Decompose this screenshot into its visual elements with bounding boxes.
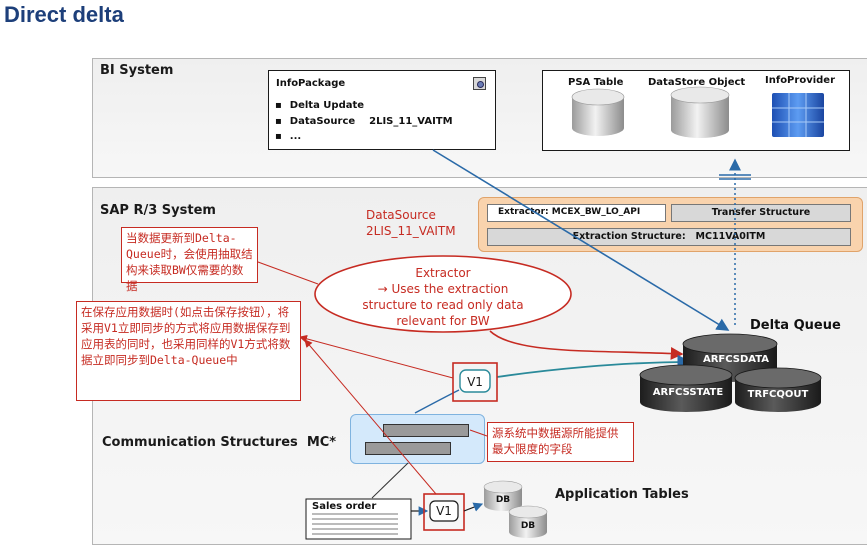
sales-order-label: Sales order [312,501,376,512]
annotation-note-v1-sync: 在保存应用数据时(如点击保存按钮），将采用V1立即同步的方式将应用数据保存到应用… [76,301,301,401]
v1-top-frame [452,362,498,402]
extractor-line3: structure to read only data [362,298,523,312]
note1-arrow [250,255,319,285]
infopackage-box[interactable]: InfoPackage Delta Update DataSource 2LIS… [268,70,496,150]
sap-r3-label: SAP R/3 System [100,203,216,218]
v1-bottom-label: V1 [436,504,452,518]
delta-queue-label: Delta Queue [750,318,841,333]
delta-queue-table-arfcsstate: ARFCSSTATE [653,387,724,398]
comm-structure-bar-2 [365,442,451,455]
comm-structures-label: Communication Structures MC* [102,435,337,450]
db-icon-2 [508,505,548,538]
infoprovider-icon [772,93,824,137]
datastore-object-label: DataStore Object [648,77,746,88]
comm-to-salesorder-line [371,462,409,499]
page-title: Direct delta [4,2,124,27]
datasource-label-line2: 2LIS_11_VAITM [366,224,456,238]
extractor-ellipse [314,255,572,333]
transfer-structure-box: Transfer Structure [671,204,851,222]
infopackage-title: InfoPackage [276,78,346,89]
datasource-label-line1: DataSource [366,208,436,222]
infopackage-item-datasource: DataSource 2LIS_11_VAITM [275,116,453,127]
infopackage-settings-icon[interactable] [473,77,486,90]
extraction-structure-box: Extraction Structure: MC11VA0ITM [487,228,851,246]
comm-structures-box [350,414,485,464]
db-label-1: DB [496,495,510,505]
note2-arrow-to-v1 [299,334,454,379]
db-label-2: DB [521,521,535,531]
infopackage-to-queue-line [432,149,730,331]
infopackage-item-delta-update: Delta Update [275,100,364,111]
delta-queue-table-trfcqout: TRFCQOUT [748,389,809,400]
infopackage-item-more: ... [275,131,301,142]
v1-to-queue-line [496,354,692,378]
annotation-note-delta-queue: 当数据更新到Delta-Queue时，会使用抽取结构来读取BW仅需要的数据 [121,227,258,293]
sales-order-document-icon [305,498,412,540]
application-tables-label: Application Tables [555,487,689,502]
psa-table-icon [571,88,625,136]
comm-to-v1-line [414,389,460,414]
v1-bottom-frame [423,493,465,531]
annotation-note-max-fields: 源系统中数据源所能提供最大限度的字段 [487,422,634,462]
comm-structure-bar-1 [383,424,469,437]
note2-arrow-from-v1-bottom [304,339,437,495]
extractor-line1: Extractor [415,266,470,280]
v1-bottom-box [429,500,459,522]
infoprovider-label: InfoProvider [765,75,836,86]
db-icon-1 [483,480,523,511]
extractor-line4: relevant for BW [396,314,489,328]
extractor-to-queue-arrow [489,330,684,360]
extractor-line2: → Uses the extraction [378,282,509,296]
note3-arrow [469,429,488,437]
datastore-object-icon [670,86,730,138]
delta-queue-table-arfcsdata: ARFCSDATA [703,354,769,365]
bi-system-label: BI System [100,63,174,78]
delta-queue-icon [639,333,822,412]
v1-top-label: V1 [467,375,483,389]
extractor-name-box: Extractor: MCEX_BW_LO_API [487,204,666,222]
v1-top-box [459,369,491,393]
psa-table-label: PSA Table [568,77,624,88]
